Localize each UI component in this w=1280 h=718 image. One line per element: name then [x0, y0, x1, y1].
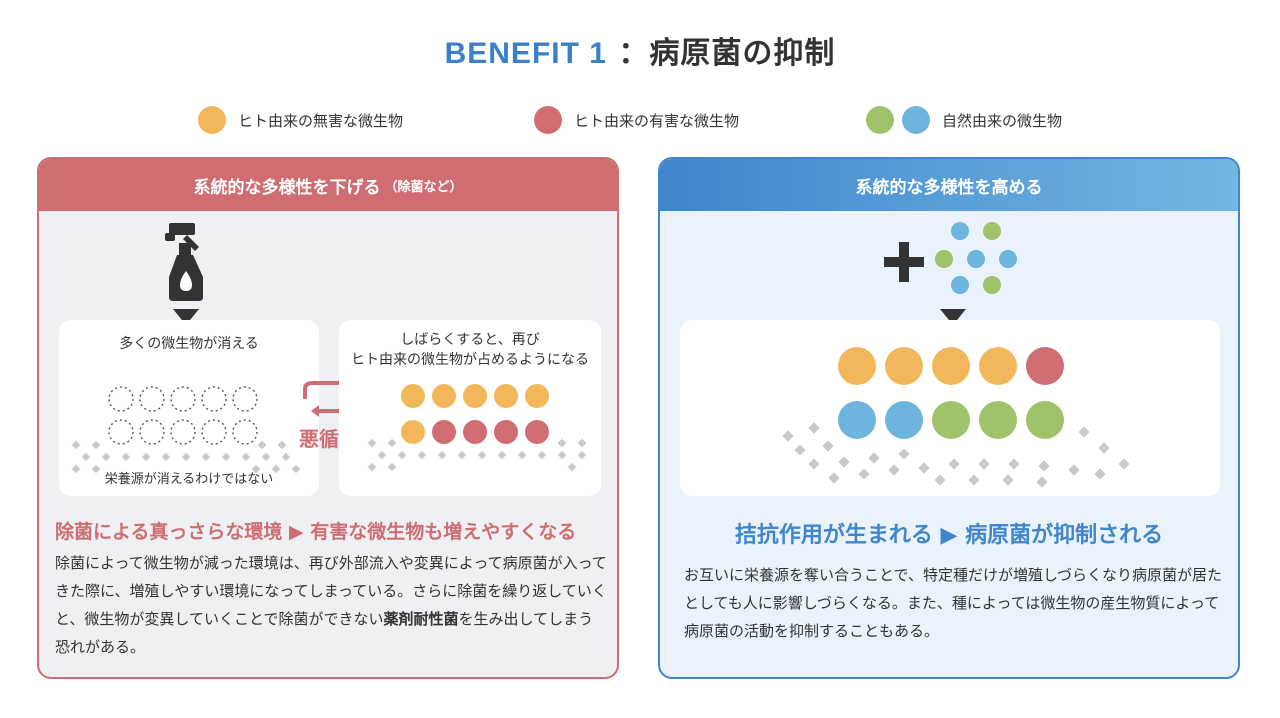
box-microbes-disappear: 多くの微生物が消える — [59, 320, 319, 496]
right-panel: 系統的な多様性を高める — [658, 157, 1240, 679]
left-panel: 系統的な多様性を下げる（除菌など） 多くの微生物が消える — [37, 157, 619, 679]
right-panel-header: 系統的な多様性を高める — [660, 159, 1238, 211]
right-heading: 拮抗作用が生まれる ▶ 病原菌が抑制される — [734, 523, 1164, 548]
box-human-microbes-return: しばらくすると、再び ヒト由来の微生物が占めるようになる — [339, 320, 601, 496]
plus-icon — [884, 242, 924, 282]
legend-item-harmless: ヒト由来の無害な微生物 — [198, 106, 403, 134]
add-nature-microbes-diagram — [884, 222, 1017, 325]
legend-item-harmful: ヒト由来の有害な微生物 — [534, 106, 739, 134]
nature-green-dot-icon — [866, 106, 894, 134]
triangle-down-icon — [940, 309, 966, 325]
legend-item-nature: 自然由来の微生物 — [866, 106, 1062, 134]
title-jp: ：病原菌の抑制 — [618, 36, 836, 71]
page-title: BENEFIT 1 ：病原菌の抑制 — [0, 28, 1280, 72]
title-en: BENEFIT 1 — [444, 37, 607, 70]
returned-microbes-diagram — [367, 384, 587, 472]
legend-label: ヒト由来の無害な微生物 — [238, 111, 404, 130]
empty-microbes-diagram — [71, 386, 301, 474]
left-heading: 除菌による真っさらな環境 ▶ 有害な微生物も増えやすくなる — [55, 521, 577, 543]
nature-blue-dot-icon — [902, 106, 930, 134]
harmful-dot-icon — [534, 106, 562, 134]
spray-bottle-icon — [165, 223, 203, 325]
left-body: 除菌によって微生物が減った環境は、再び外部流入や変異によって病原菌が入ってきた際… — [55, 554, 607, 656]
harmless-dot-icon — [198, 106, 226, 134]
right-body: お互いに栄養源を奪い合うことで、特定種だけが増殖しづらくなり病原菌が居たとしても… — [684, 566, 1223, 640]
triangle-down-icon — [173, 309, 199, 325]
box-diverse-microbes — [680, 320, 1220, 496]
diverse-microbes-diagram — [782, 347, 1130, 488]
drug-resistant-term: 薬剤耐性菌 — [383, 610, 459, 628]
legend-label: 自然由来の微生物 — [942, 111, 1063, 130]
left-panel-header: 系統的な多様性を下げる（除菌など） — [39, 159, 617, 211]
legend: ヒト由来の無害な微生物 ヒト由来の有害な微生物 自然由来の微生物 — [0, 106, 1280, 138]
legend-label: ヒト由来の有害な微生物 — [574, 111, 740, 130]
